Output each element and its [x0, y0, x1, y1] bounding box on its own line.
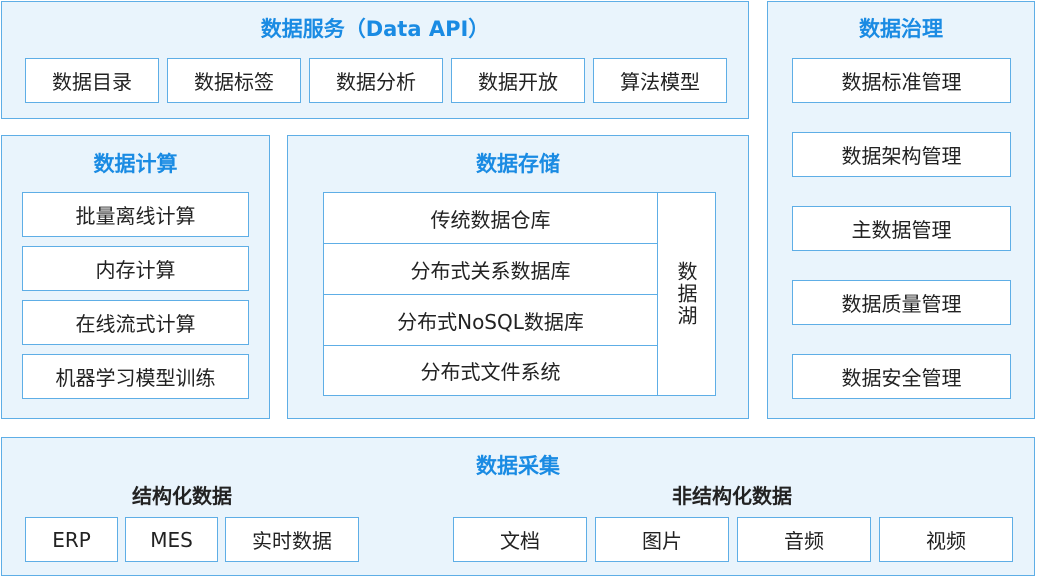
service-item-open[interactable]: 数据开放 [451, 58, 585, 103]
governance-item-security[interactable]: 数据安全管理 [792, 354, 1011, 399]
data-storage-title: 数据存储 [476, 152, 560, 176]
compute-item-batch[interactable]: 批量离线计算 [22, 192, 249, 237]
governance-item-architecture[interactable]: 数据架构管理 [792, 132, 1011, 177]
collection-item-documents[interactable]: 文档 [453, 517, 587, 562]
collection-item-realtime[interactable]: 实时数据 [225, 517, 359, 562]
data-services-panel: 数据服务（Data API） 数据目录 数据标签 数据分析 数据开放 算法模型 [1, 1, 749, 119]
governance-item-quality[interactable]: 数据质量管理 [792, 280, 1011, 325]
data-lake-label: 数据湖 [674, 261, 698, 327]
compute-item-ml-training[interactable]: 机器学习模型训练 [22, 354, 249, 399]
collection-item-images[interactable]: 图片 [595, 517, 729, 562]
compute-item-memory[interactable]: 内存计算 [22, 246, 249, 291]
storage-item-warehouse[interactable]: 传统数据仓库 [324, 193, 657, 244]
data-storage-panel: 数据存储 传统数据仓库 分布式关系数据库 分布式NoSQL数据库 分布式文件系统… [287, 135, 749, 419]
compute-item-streaming[interactable]: 在线流式计算 [22, 300, 249, 345]
governance-item-master-data[interactable]: 主数据管理 [792, 206, 1011, 251]
data-collection-panel: 数据采集 结构化数据 非结构化数据 ERP MES 实时数据 文档 图片 音频 … [1, 437, 1035, 576]
service-item-tags[interactable]: 数据标签 [167, 58, 301, 103]
collection-item-mes[interactable]: MES [125, 517, 218, 562]
collection-item-video[interactable]: 视频 [879, 517, 1013, 562]
unstructured-data-label: 非结构化数据 [672, 484, 792, 508]
data-compute-title: 数据计算 [93, 152, 178, 176]
collection-item-erp[interactable]: ERP [25, 517, 118, 562]
governance-item-standards[interactable]: 数据标准管理 [792, 58, 1011, 103]
data-lake[interactable]: 数据湖 [657, 193, 715, 395]
data-services-title: 数据服务（Data API） [260, 17, 490, 41]
storage-item-filesystem[interactable]: 分布式文件系统 [420, 360, 561, 384]
data-compute-panel: 数据计算 批量离线计算 内存计算 在线流式计算 机器学习模型训练 [1, 135, 270, 419]
collection-item-audio[interactable]: 音频 [737, 517, 871, 562]
data-governance-title: 数据治理 [859, 17, 943, 41]
storage-table: 传统数据仓库 分布式关系数据库 分布式NoSQL数据库 分布式文件系统 数据湖 [323, 192, 716, 396]
service-item-algorithm[interactable]: 算法模型 [593, 58, 727, 103]
storage-item-relational[interactable]: 分布式关系数据库 [324, 244, 657, 295]
data-collection-title: 数据采集 [476, 454, 560, 478]
service-item-analysis[interactable]: 数据分析 [309, 58, 443, 103]
storage-item-nosql[interactable]: 分布式NoSQL数据库 [324, 295, 657, 346]
data-governance-panel: 数据治理 数据标准管理 数据架构管理 主数据管理 数据质量管理 数据安全管理 [767, 1, 1035, 419]
service-item-catalog[interactable]: 数据目录 [25, 58, 159, 103]
structured-data-label: 结构化数据 [132, 484, 232, 508]
